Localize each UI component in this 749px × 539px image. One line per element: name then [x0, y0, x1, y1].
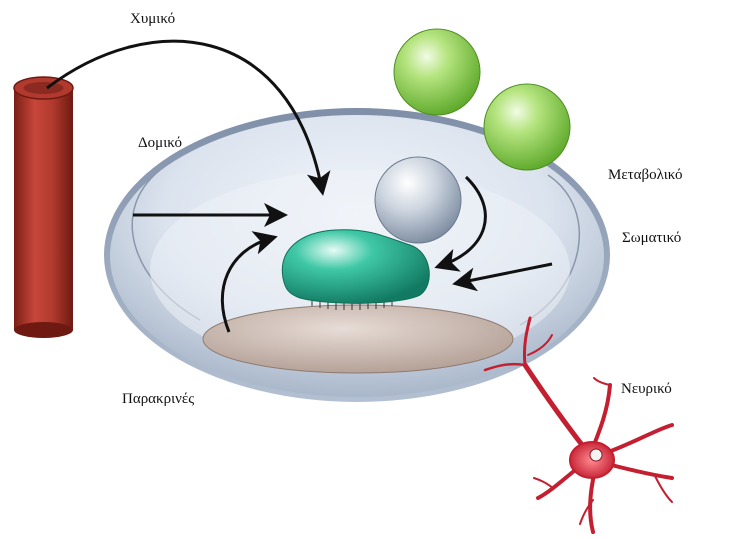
metabolite-sphere-icon [393, 28, 571, 171]
somatic-arrow [452, 262, 553, 292]
label-somatic: Σωματικό [622, 230, 682, 246]
daughter-cell [374, 156, 462, 244]
label-neural: Νευρικό [621, 381, 672, 397]
stem-cell [281, 229, 430, 304]
signal-arrows [46, 39, 553, 333]
chemical-arrow [46, 39, 331, 196]
daughter-feedback-arrow [434, 175, 487, 272]
label-metabolic: Μεταβολικό [608, 167, 683, 183]
label-structural: Δομικό [138, 135, 182, 151]
stromal-cell [202, 304, 514, 374]
blood-vessel-icon [13, 76, 74, 338]
neuron-icon [483, 316, 674, 534]
paracrine-arrow [220, 231, 278, 333]
label-paracrine: Παρακρινές [122, 391, 195, 407]
label-chemical: Χυμικό [130, 11, 176, 27]
